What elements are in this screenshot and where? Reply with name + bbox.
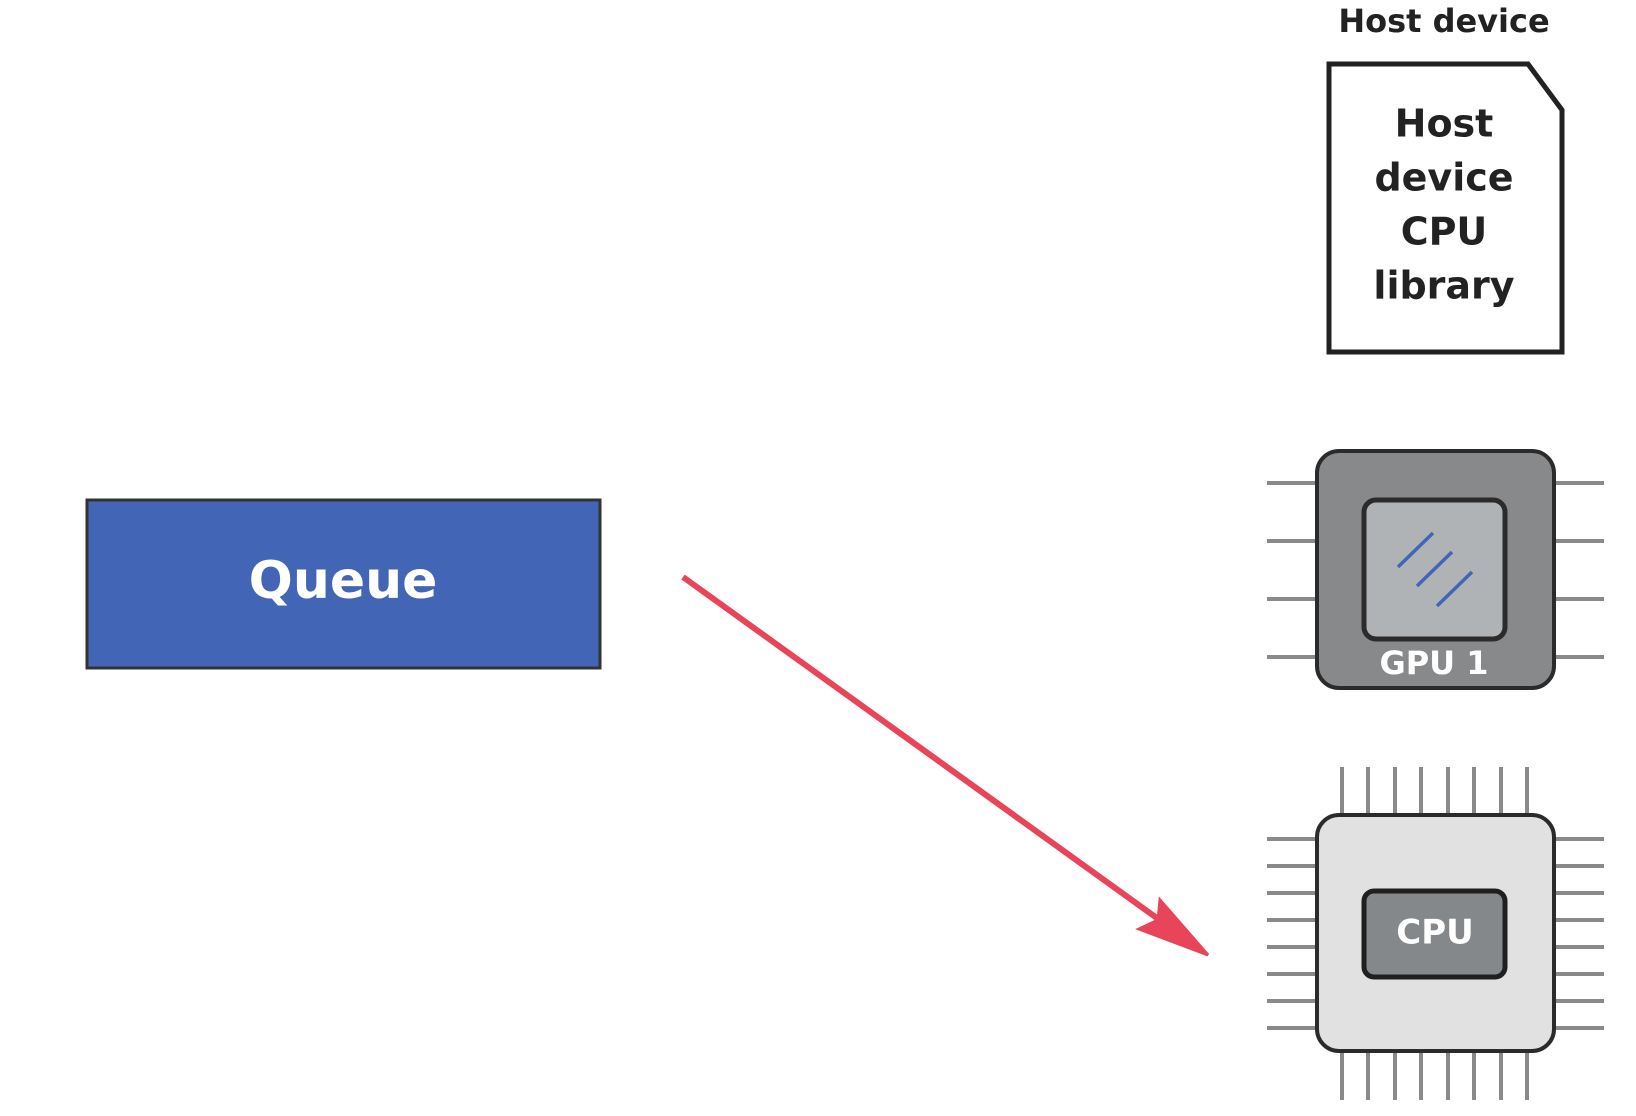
host-device-library-document: Host device CPU library: [1326, 61, 1565, 355]
cpu-pins: [1267, 767, 1604, 1100]
library-line-3: CPU: [1401, 210, 1488, 254]
library-line-2: device: [1374, 156, 1513, 200]
gpu-pins: [1267, 481, 1604, 659]
cpu-die: [1361, 888, 1508, 980]
queue-to-cpu-arrow: [681, 574, 1210, 957]
gpu-label: GPU 1: [1379, 644, 1488, 682]
gpu-die-glare-icon: [1396, 531, 1474, 608]
arrow-shaft: [681, 574, 1163, 924]
queue-box: [85, 498, 602, 670]
gpu-chip: GPU 1: [1267, 449, 1604, 690]
library-line-1: Host: [1395, 102, 1494, 146]
queue-node: Queue: [85, 498, 602, 670]
cpu-chip: CPU: [1267, 767, 1604, 1100]
host-device-caption: Host device: [1338, 2, 1549, 40]
library-line-4: library: [1373, 264, 1514, 308]
arrow-head-icon: [1135, 896, 1210, 957]
queue-label: Queue: [249, 551, 438, 611]
cpu-label: CPU: [1396, 913, 1473, 953]
document-icon: [1326, 61, 1565, 355]
